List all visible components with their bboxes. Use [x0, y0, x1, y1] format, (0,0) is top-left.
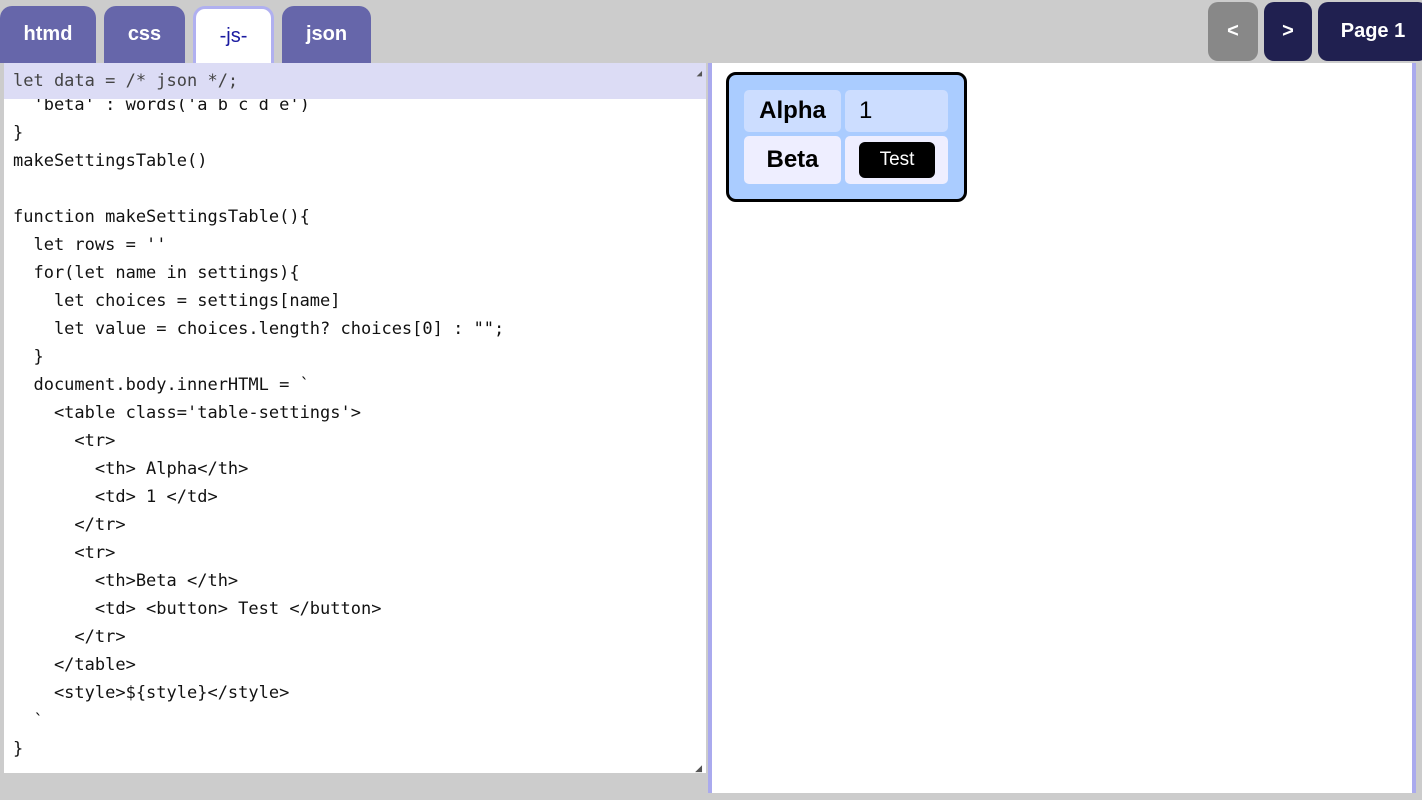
- tab-json[interactable]: json: [282, 6, 371, 63]
- preview-panel: Alpha 1 Beta Test: [708, 63, 1416, 793]
- resize-handle-icon[interactable]: ◢: [696, 69, 702, 79]
- next-page-button[interactable]: >: [1264, 2, 1312, 61]
- tab-js[interactable]: -js-: [193, 6, 274, 63]
- alpha-value: 1: [845, 90, 948, 132]
- tab-css[interactable]: css: [104, 6, 185, 63]
- test-button[interactable]: Test: [859, 142, 935, 178]
- alpha-header: Alpha: [744, 90, 841, 132]
- page-indicator[interactable]: Page 1: [1318, 2, 1422, 61]
- data-line-text: let data = /* json */;: [13, 71, 239, 91]
- beta-value: Test: [845, 136, 948, 184]
- settings-table: Alpha 1 Beta Test: [726, 72, 967, 202]
- resize-handle-icon[interactable]: ◢: [695, 763, 702, 773]
- beta-header: Beta: [744, 136, 841, 184]
- data-line-input[interactable]: let data = /* json */; ◢: [4, 63, 706, 99]
- tab-htmd[interactable]: htmd: [0, 6, 96, 63]
- prev-page-button[interactable]: <: [1208, 2, 1258, 61]
- code-text[interactable]: 'beta' : words('a b c d e') } makeSettin…: [13, 95, 505, 759]
- code-editor[interactable]: let data = /* json */; ◢ 'beta' : words('…: [4, 63, 706, 773]
